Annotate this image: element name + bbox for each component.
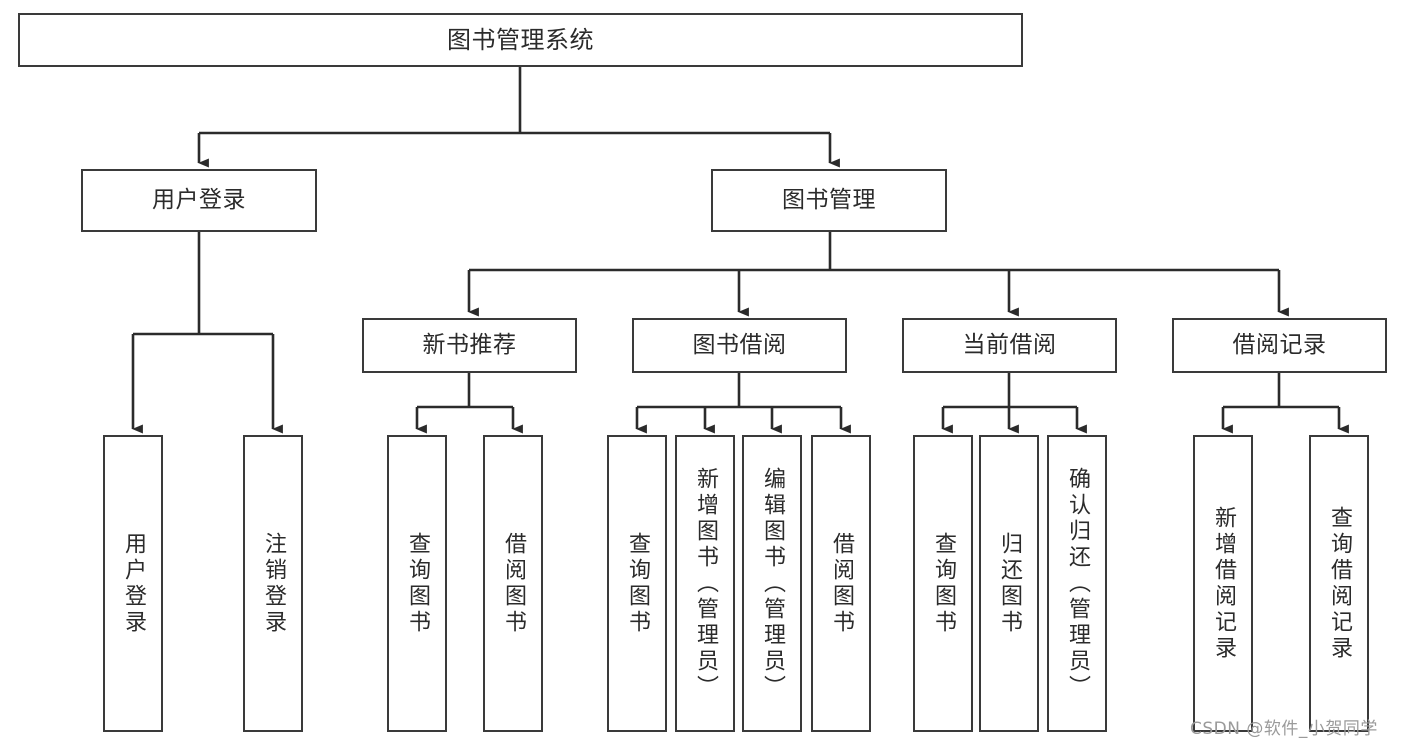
node-label: 用户登录: [121, 531, 146, 636]
leaf-query-books-newbook[interactable]: 查询图书: [387, 435, 447, 732]
node-label: 查询图书: [931, 531, 956, 636]
node-label: 图书借阅: [692, 332, 787, 358]
node-root-book-management-system[interactable]: 图书管理系统: [18, 13, 1023, 67]
node-label: 查询借阅记录: [1327, 505, 1352, 662]
node-label: 借阅图书: [829, 531, 854, 636]
node-label: 查询图书: [405, 531, 430, 636]
node-label: 图书管理系统: [447, 26, 594, 54]
node-label: 新书推荐: [422, 332, 517, 358]
node-label: 借阅记录: [1232, 332, 1327, 358]
leaf-query-borrow-record[interactable]: 查询借阅记录: [1309, 435, 1369, 732]
leaf-borrow-books-borrow[interactable]: 借阅图书: [811, 435, 871, 732]
leaf-confirm-return-admin[interactable]: 确认归还（管理员）: [1047, 435, 1107, 732]
node-label: 借阅图书: [501, 531, 526, 636]
leaf-borrow-books-newbook[interactable]: 借阅图书: [483, 435, 543, 732]
node-current-borrowing[interactable]: 当前借阅: [902, 318, 1117, 373]
node-label: 编辑图书（管理员）: [760, 466, 785, 701]
node-new-book-recommendation[interactable]: 新书推荐: [362, 318, 577, 373]
node-label: 图书管理: [782, 187, 876, 213]
node-label: 当前借阅: [962, 332, 1057, 358]
node-label: 查询图书: [625, 531, 650, 636]
leaf-user-login[interactable]: 用户登录: [103, 435, 163, 732]
node-book-management[interactable]: 图书管理: [711, 169, 947, 232]
leaf-edit-book-admin[interactable]: 编辑图书（管理员）: [742, 435, 802, 732]
node-label: 新增借阅记录: [1211, 505, 1236, 662]
leaf-query-books-current[interactable]: 查询图书: [913, 435, 973, 732]
node-book-borrowing[interactable]: 图书借阅: [632, 318, 847, 373]
node-label: 注销登录: [261, 531, 286, 636]
csdn-watermark: CSDN @软件_小贺同学: [1190, 719, 1378, 739]
leaf-add-borrow-record[interactable]: 新增借阅记录: [1193, 435, 1253, 732]
node-borrowing-records[interactable]: 借阅记录: [1172, 318, 1387, 373]
node-label: 确认归还（管理员）: [1065, 466, 1090, 701]
leaf-logout[interactable]: 注销登录: [243, 435, 303, 732]
leaf-return-books[interactable]: 归还图书: [979, 435, 1039, 732]
node-label: 用户登录: [152, 187, 246, 213]
node-user-login[interactable]: 用户登录: [81, 169, 317, 232]
leaf-query-books-borrow[interactable]: 查询图书: [607, 435, 667, 732]
leaf-add-book-admin[interactable]: 新增图书（管理员）: [675, 435, 735, 732]
node-label: 归还图书: [997, 531, 1022, 636]
node-label: 新增图书（管理员）: [693, 466, 718, 701]
